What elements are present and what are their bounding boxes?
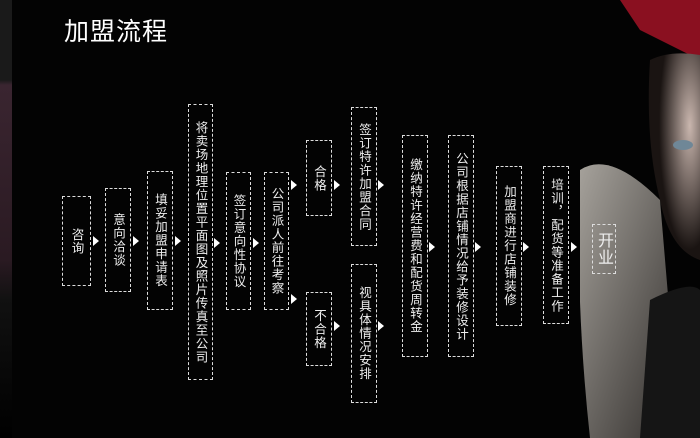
step-label: 签订意向性协议 [231,193,247,289]
step-franchise-contract: 签订特许加盟合同 [351,107,377,246]
step-site-plan: 将卖场地理位置平面图及照片传真至公司 [188,104,213,380]
step-training: 培训，配货等准备工作 [543,166,569,324]
step-pay-fees: 缴纳特许经营费和配货周转金 [402,135,428,357]
arrow-right-icon [571,242,577,252]
step-pass: 合格 [306,140,332,216]
arrow-right-icon [93,236,99,246]
step-label: 开业 [595,232,614,266]
step-label: 签订特许加盟合同 [357,122,372,231]
arrow-right-icon [429,242,435,252]
step-application: 填妥加盟申请表 [147,171,173,310]
step-label: 意向洽谈 [111,213,126,267]
step-label: 合格 [312,164,327,192]
step-case-by-case: 视具体情况安排 [351,264,377,403]
step-consult: 咨询 [62,196,91,286]
arrow-right-icon [253,238,259,248]
step-label: 将卖场地理位置平面图及照片传真至公司 [193,120,209,364]
step-label: 公司派人前往考察 [269,187,285,295]
arrow-right-icon [334,180,340,190]
step-label: 填妥加盟申请表 [153,193,168,288]
step-inspection: 公司派人前往考察 [264,172,289,310]
step-negotiation: 意向洽谈 [105,188,131,292]
arrow-right-icon [334,321,340,331]
step-intent-agreement: 签订意向性协议 [226,172,251,310]
step-label: 缴纳特许经营费和配货周转金 [408,158,423,334]
step-label: 公司根据店铺情况给予装修设计 [454,151,469,341]
arrow-right-icon [214,238,220,248]
arrow-right-icon [378,321,384,331]
step-opening: 开业 [592,224,616,274]
arrow-right-icon [378,180,384,190]
arrow-right-icon [475,242,481,252]
step-fail: 不合格 [306,292,332,366]
step-label: 不合格 [312,308,327,350]
woman-photo [580,0,700,438]
step-renovation: 加盟商进行店铺装修 [496,166,522,326]
step-label: 视具体情况安排 [357,286,372,381]
step-store-design: 公司根据店铺情况给予装修设计 [448,135,474,357]
arrow-right-icon [291,180,297,190]
left-photo-strip [0,0,12,438]
arrow-right-icon [133,236,139,246]
arrow-right-icon [523,242,529,252]
step-label: 加盟商进行店铺装修 [502,185,517,307]
step-label: 培训，配货等准备工作 [549,177,564,313]
arrow-right-icon [291,294,297,304]
page-title: 加盟流程 [64,17,169,46]
step-label: 咨询 [69,227,85,255]
arrow-right-icon [175,236,181,246]
